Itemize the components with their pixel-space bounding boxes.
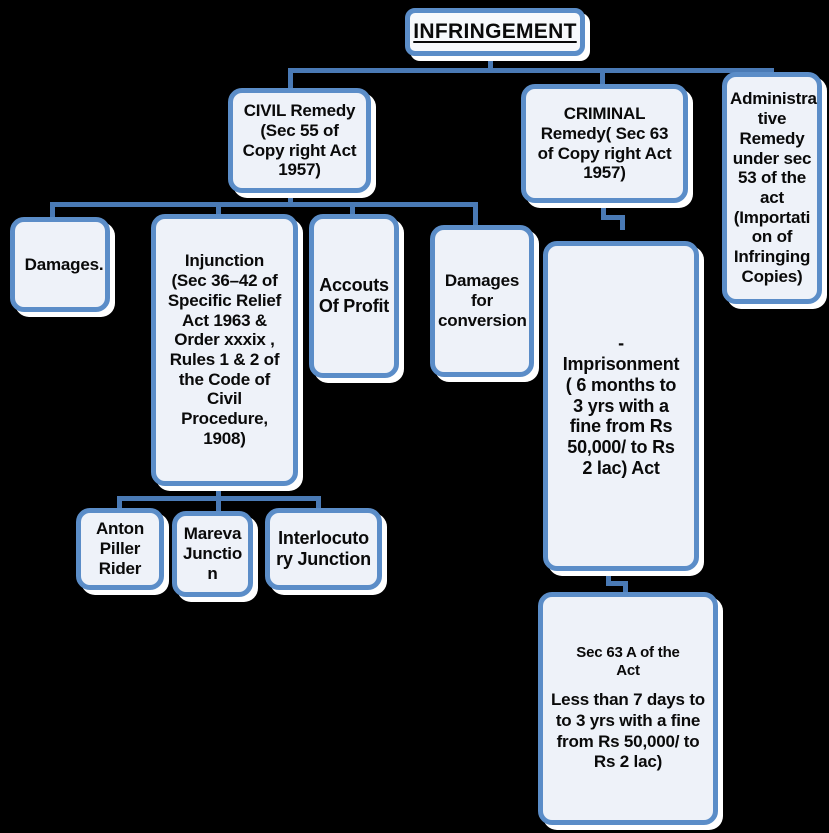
connector-to-damages: [50, 202, 55, 218]
node-damages-for-conversion-label: Damages for conversion: [438, 271, 527, 330]
connector-civil-stem: [288, 190, 293, 205]
connector-main-bus: [288, 68, 774, 73]
connector-to-mareva: [216, 496, 221, 513]
node-criminal-remedy[interactable]: CRIMINAL Remedy( Sec 63 of Copy right Ac…: [521, 84, 688, 203]
node-administrative-remedy-label: Administra tive Remedy under sec 53 of t…: [730, 89, 817, 286]
node-injunction-label: Injunction (Sec 36–42 of Specific Relief…: [167, 251, 282, 448]
node-sec-63a-heading: Sec 63 A of the Act: [576, 644, 680, 680]
connector-to-anton-piller: [117, 496, 122, 510]
connector-sec63a-elbow: [606, 581, 628, 586]
node-accounts-of-profit-label: Accouts Of Profit: [318, 275, 390, 316]
connector-to-civil: [288, 68, 293, 90]
node-criminal-remedy-label: CRIMINAL Remedy( Sec 63 of Copy right Ac…: [537, 104, 672, 183]
node-mareva-junction-label: Mareva Junctio n: [182, 524, 243, 583]
connector-to-injunction: [216, 202, 221, 215]
node-administrative-remedy[interactable]: Administra tive Remedy under sec 53 of t…: [722, 72, 822, 304]
connector-criminal-stem: [601, 200, 606, 218]
connector-criminal-elbow: [601, 215, 625, 220]
node-civil-remedy-label: CIVIL Remedy (Sec 55 of Copy right Act 1…: [242, 101, 357, 180]
node-infringement-label: INFRINGEMENT: [413, 19, 577, 43]
connector-to-interlocutory: [316, 496, 321, 510]
connector-to-damages-conversion: [473, 202, 478, 225]
node-damages-label: Damages.: [24, 254, 104, 274]
node-interlocutory-junction-label: Interlocuto ry Junction: [276, 528, 371, 569]
connector-civil-bus: [50, 202, 478, 207]
node-civil-remedy[interactable]: CIVIL Remedy (Sec 55 of Copy right Act 1…: [228, 88, 371, 193]
node-damages[interactable]: Damages.: [10, 217, 110, 312]
node-accounts-of-profit[interactable]: Accouts Of Profit: [309, 214, 399, 378]
connector-to-criminal: [600, 68, 605, 86]
connector-to-accounts: [350, 202, 355, 215]
connector-imprisonment-entry: [620, 215, 625, 230]
node-imprisonment-label: - Imprisonment ( 6 months to 3 yrs with …: [562, 332, 680, 479]
node-sec-63a[interactable]: Sec 63 A of the Act Less than 7 days to …: [538, 592, 718, 825]
node-damages-for-conversion[interactable]: Damages for conversion: [430, 225, 534, 377]
connector-imprisonment-stem: [606, 570, 611, 586]
connector-sec63a-entry: [623, 581, 628, 597]
node-mareva-junction[interactable]: Mareva Junctio n: [172, 511, 253, 597]
node-sec-63a-body: Less than 7 days to to 3 yrs with a fine…: [551, 690, 705, 772]
node-interlocutory-junction[interactable]: Interlocuto ry Junction: [265, 508, 382, 590]
connector-injunction-stem: [216, 485, 221, 497]
node-anton-piller-rider[interactable]: Anton Piller Rider: [76, 508, 164, 590]
node-anton-piller-rider-label: Anton Piller Rider: [95, 519, 145, 578]
connector-root-stem: [488, 55, 493, 73]
node-imprisonment[interactable]: - Imprisonment ( 6 months to 3 yrs with …: [543, 241, 699, 571]
node-infringement[interactable]: INFRINGEMENT: [405, 8, 585, 56]
node-injunction[interactable]: Injunction (Sec 36–42 of Specific Relief…: [151, 214, 298, 486]
